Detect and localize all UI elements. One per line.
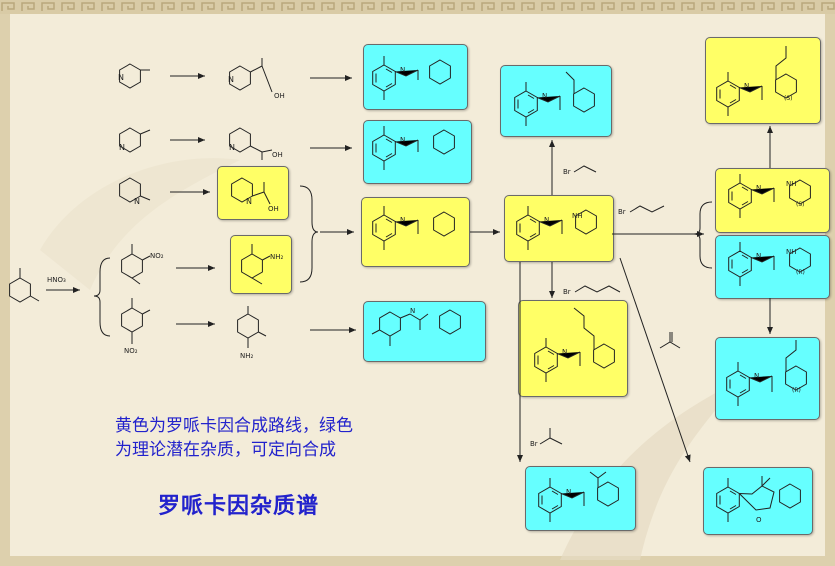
r-pipecoloxylidide: N NH (R) — [728, 241, 811, 287]
impurity-box-n-ethyl — [500, 65, 612, 137]
impurity-box-24-xylidide — [363, 301, 486, 362]
2-nitro-m-xylene: NO₂ — [121, 244, 164, 285]
svg-text:N: N — [119, 143, 125, 152]
svg-text:NH₂: NH₂ — [270, 253, 284, 261]
page-title: 罗哌卡因杂质谱 — [158, 494, 320, 519]
route-box-picolinic-acid — [217, 166, 289, 220]
svg-text:N: N — [756, 184, 761, 192]
svg-text:N: N — [229, 143, 235, 152]
isopropyl-bromide: Br — [530, 428, 563, 448]
svg-text:N: N — [400, 66, 405, 74]
caption-line-1: 黄色为罗哌卡因合成路线，绿色 — [115, 416, 353, 436]
legend-caption: 黄色为罗哌卡因合成路线，绿色 为理论潜在杂质，可定向合成 — [115, 414, 455, 462]
n-butyl-impurity: N — [534, 307, 615, 383]
3-methylpyridine: N — [119, 127, 151, 153]
svg-text:N: N — [400, 136, 405, 144]
svg-text:OH: OH — [272, 151, 283, 159]
acetone-arrow — [619, 257, 691, 463]
svg-text:(R): (R) — [796, 269, 805, 276]
svg-text:(S): (S) — [796, 201, 805, 208]
svg-text:NH: NH — [786, 180, 797, 188]
picolinoyl-24-xylidide: N — [371, 307, 461, 346]
svg-text:Br: Br — [530, 440, 538, 448]
impurity-box-r-pipecoloxylidide — [715, 235, 830, 299]
ropivacaine-structure: N (S) — [716, 46, 797, 117]
2-methylpyridine: N — [119, 177, 151, 206]
svg-text:N: N — [544, 216, 549, 224]
svg-text:N: N — [228, 75, 234, 84]
impurity-box-imidazolidinone — [703, 467, 813, 535]
reagent-hno3: HNO₃ — [47, 276, 66, 284]
route-box-dimethylaniline — [230, 235, 292, 294]
svg-text:(S): (S) — [784, 95, 793, 102]
svg-text:Br: Br — [563, 288, 571, 296]
r-enantiomer-impurity: N (R) — [726, 340, 807, 407]
n-ethyl-impurity: N — [514, 71, 595, 127]
svg-text:N: N — [410, 307, 415, 315]
26-dimethylaniline: NH₂ — [241, 244, 284, 285]
impurity-box-n-isopropyl — [525, 466, 636, 531]
svg-text:NH₂: NH₂ — [240, 352, 254, 360]
route-box-n-butyl — [518, 300, 628, 397]
svg-text:N: N — [562, 348, 567, 356]
imidazolidinone-impurity: O — [716, 476, 801, 524]
svg-text:OH: OH — [274, 92, 285, 100]
4-nitro-m-xylene: NO₂ — [121, 298, 151, 355]
svg-text:NO₂: NO₂ — [150, 252, 164, 260]
svg-text:N: N — [566, 488, 571, 496]
caption-line-2: 为理论潜在杂质，可定向合成 — [115, 440, 336, 460]
picolinic-acid: N OH — [231, 177, 279, 213]
svg-text:N: N — [400, 216, 405, 224]
svg-text:(R): (R) — [792, 387, 801, 394]
route-box-ropivacaine-s — [705, 37, 821, 124]
pipecoloxylidide: N NH — [516, 205, 597, 251]
svg-text:Br: Br — [563, 168, 571, 176]
svg-text:N: N — [754, 372, 759, 380]
nicotinic-acid: N OH — [229, 127, 283, 160]
nicotinoyl-xylidide: N — [372, 125, 455, 171]
brace-resolution — [693, 201, 713, 269]
isonicotinoyl-xylidide: N — [372, 55, 451, 101]
svg-text:N: N — [118, 73, 124, 82]
svg-text:NH: NH — [572, 212, 583, 220]
24-dimethylaniline: NH₂ — [237, 306, 267, 360]
svg-text:Br: Br — [618, 208, 626, 216]
xylene-structure — [9, 268, 40, 303]
route-box-s-pipecoloxylidide — [715, 168, 830, 233]
svg-text:N: N — [134, 197, 140, 206]
svg-text:N: N — [246, 197, 252, 206]
ethyl-bromide: Br — [563, 165, 597, 176]
svg-text:O: O — [756, 516, 762, 524]
svg-text:N: N — [756, 252, 761, 260]
brace-coupling — [299, 185, 319, 283]
svg-text:N: N — [744, 82, 749, 90]
s-pipecoloxylidide: N NH (S) — [728, 173, 811, 219]
svg-text:NH: NH — [786, 248, 797, 256]
propyl-bromide: Br — [618, 205, 665, 216]
isonicotinic-acid: N OH — [228, 58, 285, 100]
acetone — [659, 332, 681, 349]
svg-text:N: N — [542, 92, 547, 100]
4-methylpyridine: N — [118, 63, 150, 89]
svg-text:NO₂: NO₂ — [124, 347, 138, 355]
n-isopropyl-impurity: N — [538, 471, 619, 523]
brace-nitro — [93, 257, 111, 337]
butyl-bromide: Br — [563, 285, 621, 296]
svg-text:OH: OH — [268, 205, 279, 213]
picolinoyl-xylidide: N — [372, 205, 455, 251]
